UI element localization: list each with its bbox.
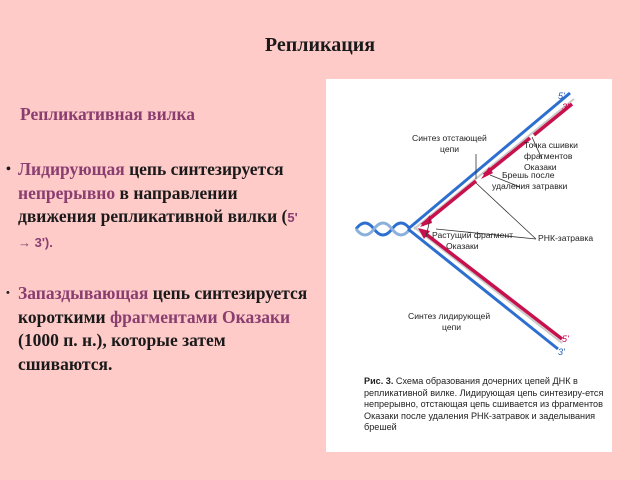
lower-gap-strand	[413, 226, 563, 344]
bullet-lagging-text-b: (1000 п. н.), которые затем сшиваются.	[18, 330, 226, 374]
label-primer: РНК-затравка	[538, 233, 593, 243]
lower-arm	[407, 226, 564, 351]
bullet-lagging-strand: • Запаздывающая цепь синтезируется корот…	[6, 282, 318, 376]
parental-dna-helix	[354, 221, 412, 237]
leading-strand	[420, 229, 564, 341]
label-gap-line1: Брешь после	[502, 170, 555, 180]
pointer-primer-bottom	[435, 228, 537, 240]
label-top-5prime: 5'	[558, 91, 565, 101]
label-bottom-3prime: 3'	[558, 347, 565, 357]
figure-caption: Рис. 3. Схема образования дочерних цепей…	[364, 376, 608, 434]
okazaki-fragment-3	[532, 102, 574, 137]
replication-fork-figure: Синтез отстающей цепи Точка сшивки фрагм…	[326, 79, 612, 452]
okazaki-fragment-1	[420, 179, 478, 227]
label-top-3prime: 3'	[562, 102, 569, 112]
slide-subtitle: Репликативная вилка	[20, 104, 196, 124]
bullet-leading-text: Лидирующая цепь синтезируется непрерывно…	[18, 158, 312, 254]
pointer-lines	[425, 136, 543, 240]
bullet-leading-strand: • Лидирующая цепь синтезируется непрерыв…	[6, 158, 312, 254]
upper-parent-strand	[407, 91, 571, 231]
direction-label: 5' → 3').	[18, 210, 298, 250]
label-gap-line2: удаления затравки	[492, 181, 568, 191]
bullet-leading-text-a: цепь синтезируется	[124, 159, 284, 179]
pointer-primer-top	[475, 182, 537, 240]
label-joint-line1: Точка сшивки	[524, 140, 578, 150]
pointer-joint	[531, 136, 543, 160]
slide-title: Репликация	[264, 34, 376, 56]
bullet-leading-text-b: в направлении движения репликативной вил…	[18, 182, 288, 227]
label-growing-line2: Оказаки	[446, 241, 479, 251]
term-lagging: Запаздывающая	[18, 283, 149, 303]
label-lagging-line2: цепи	[440, 144, 459, 154]
upper-gap-strand	[413, 98, 575, 230]
term-leading: Лидирующая	[18, 159, 125, 179]
pointer-growing	[425, 218, 431, 238]
helix-strand-a	[354, 221, 412, 237]
bullet-lagging-text-a: цепь синтезируется короткими	[18, 283, 308, 327]
bullet-lagging-text: Запаздывающая цепь синтезируется коротки…	[18, 282, 318, 376]
term-okazaki: фрагментами Оказаки	[110, 306, 291, 327]
upper-arm	[407, 91, 575, 231]
caption-text: Схема образования дочерних цепей ДНК в р…	[364, 376, 604, 433]
label-lagging-line1: Синтез отстающей	[412, 133, 487, 143]
lower-parent-strand	[407, 227, 559, 351]
term-continuously: непрерывно	[18, 182, 116, 203]
label-joint-line3: Оказаки	[524, 162, 557, 172]
caption-prefix: Рис. 3.	[364, 376, 394, 386]
bullet-dot: •	[6, 162, 11, 177]
label-growing-line1: Растущий фрагмент	[432, 230, 513, 240]
label-leading-line1: Синтез лидирующей	[408, 311, 490, 321]
fragment-arrowhead	[481, 167, 493, 179]
replication-fork-diagram: Синтез отстающей цепи Точка сшивки фрагм…	[354, 91, 593, 357]
pointer-gap	[489, 174, 521, 188]
helix-strand-b	[354, 221, 412, 237]
label-leading-line2: цепи	[442, 322, 461, 332]
label-joint-line2: фрагментов	[524, 151, 573, 161]
label-bottom-5prime: 5'	[562, 334, 569, 344]
okazaki-fragment-2	[482, 136, 532, 177]
bullet-dot: •	[6, 287, 10, 299]
